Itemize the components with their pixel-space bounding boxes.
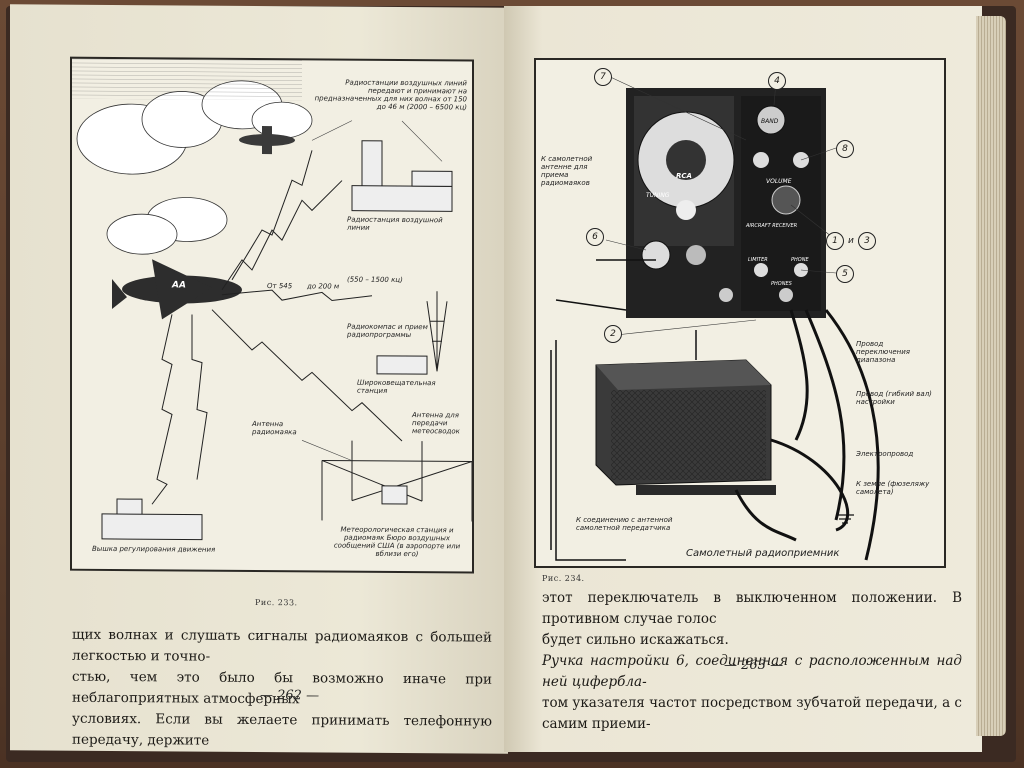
label-power: Электропровод — [856, 450, 914, 458]
label-weather-station: Метеорологическая станция и радиомаяк Бю… — [333, 525, 461, 559]
figure-caption: Рис. 234. — [542, 574, 585, 583]
body-line: будет сильно искажаться. — [542, 632, 729, 648]
label-tuning-cable: Провод (гибкий вал) настройки — [856, 390, 932, 406]
tuning-label: TUNING — [646, 192, 670, 199]
page-number: — 263 — — [724, 658, 784, 673]
label-tower: Вышка регулирования движения — [92, 544, 216, 554]
page-number: — 262 — — [260, 688, 320, 704]
callout-7: 7 — [594, 68, 612, 86]
label-ground: К земле (фюзеляжу самолета) — [856, 480, 930, 496]
body-text: этот переключатель в выключенном положен… — [542, 588, 962, 735]
body-line: Ручка настройки 6, соединенная с располо… — [542, 653, 962, 690]
radio-network-drawing — [72, 58, 472, 541]
label-range-a: От 545 — [267, 282, 293, 291]
left-page: Радиостанции воздушных линий передают и … — [10, 4, 508, 754]
plane-tag: AA — [172, 280, 186, 291]
label-range-c: (550 – 1500 кц) — [347, 275, 403, 285]
receiver-title: Самолетный радиоприемник — [686, 548, 840, 559]
callout-3: 3 — [858, 232, 876, 250]
label-range-b: до 200 м — [307, 282, 340, 291]
callout-6: 6 — [586, 228, 604, 246]
callout-4: 4 — [768, 72, 786, 90]
body-line: этот переключатель в выключенном положен… — [542, 590, 962, 627]
receiver-illustration: 7 4 8 1 и 3 5 6 2 TUNING RCA BAND VOLUME… — [534, 58, 946, 568]
body-line: том указателя частот посредством зубчато… — [542, 695, 962, 732]
band-label: BAND — [761, 118, 779, 125]
radio-network-illustration: Радиостанции воздушных линий передают и … — [70, 56, 474, 574]
open-book: Радиостанции воздушных линий передают и … — [6, 4, 1016, 762]
label-compass: Радиокомпас и прием радиопрограммы — [347, 322, 428, 340]
callout-5: 5 — [836, 265, 854, 283]
label-band-cable: Провод переключения диапазона — [856, 340, 911, 364]
label-airline-stations: Радиостанции воздушных линий передают и … — [314, 78, 467, 112]
label-transmit-antenna: Антенна для передачи метеосводок — [412, 411, 460, 436]
limiter-label: LIMITER — [748, 257, 768, 263]
volume-label: VOLUME — [766, 178, 792, 185]
phones-label: PHONES — [771, 281, 792, 287]
right-page: 7 4 8 1 и 3 5 6 2 TUNING RCA BAND VOLUME… — [504, 6, 982, 752]
callout-1: 1 — [826, 232, 844, 250]
label-to-transmitter: К соединению с антенной самолетной перед… — [576, 516, 673, 532]
page-edges — [976, 16, 1006, 736]
receiver-drawing — [550, 74, 880, 561]
label-broadcast: Широковещательная станция — [357, 378, 436, 395]
rca-logo: RCA — [676, 172, 692, 180]
label-beacon-antenna: Антенна радиомаяка — [252, 419, 297, 437]
callout-8: 8 — [836, 140, 854, 158]
body-line: щих волнах и слушать сигналы радиомаяков… — [72, 626, 492, 665]
figure-caption: Рис. 233. — [255, 597, 298, 608]
phone-label: PHONE — [791, 257, 809, 263]
body-line: условиях. Если вы желаете принимать теле… — [72, 710, 492, 749]
antenna-note: К самолетной антенне для приема радиомая… — [541, 155, 593, 187]
label-airline-station: Радиостанция воздушной линии — [347, 215, 443, 232]
callout-2: 2 — [604, 325, 622, 343]
and-label: и — [848, 236, 854, 246]
aircraft-receiver-label: AIRCRAFT RECEIVER — [746, 223, 798, 229]
